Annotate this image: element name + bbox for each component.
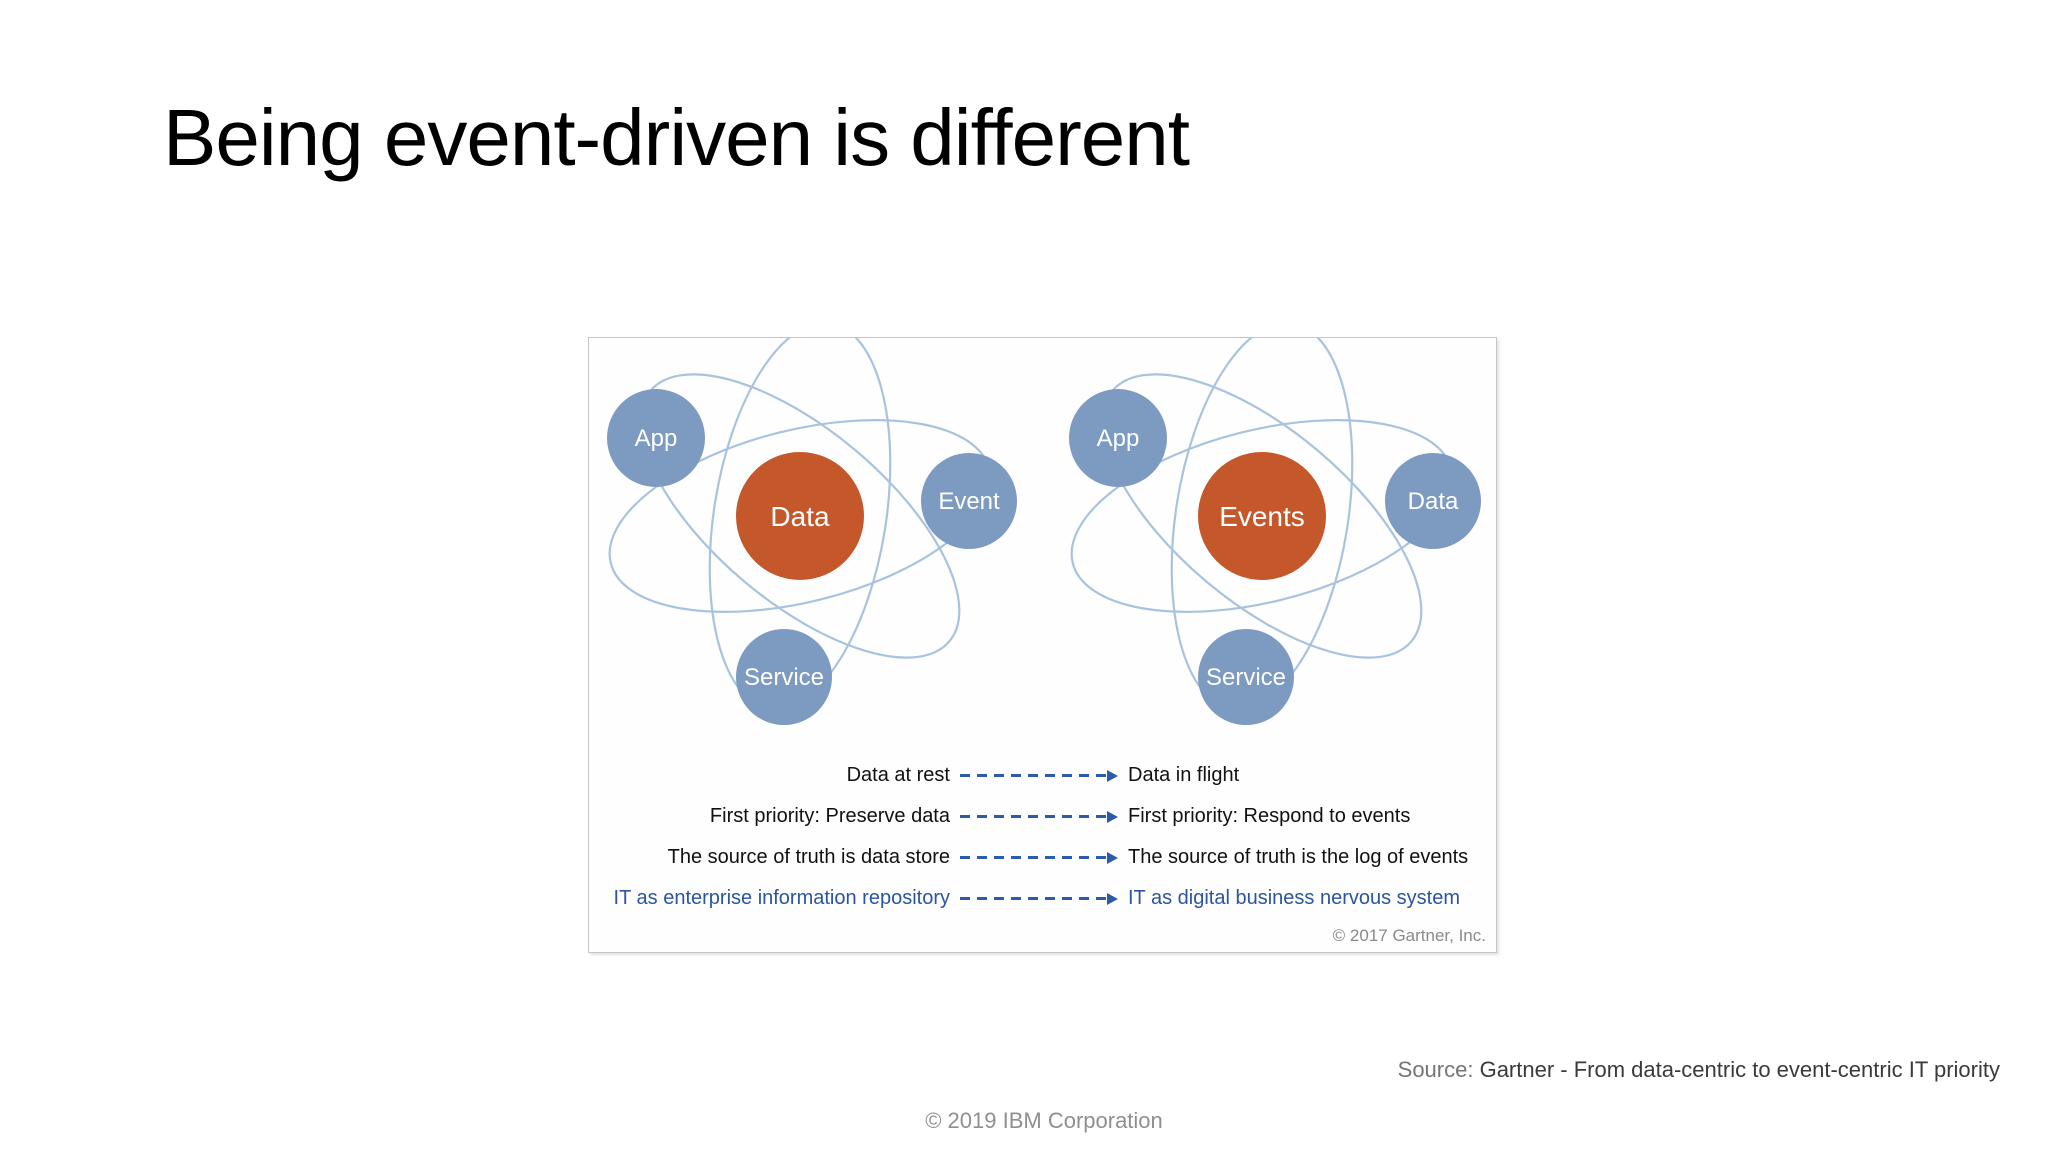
events-center-label: Events [1219, 501, 1305, 532]
app-circle [1069, 389, 1167, 487]
arrow-dashes [960, 774, 1107, 777]
app-label: App [1097, 425, 1140, 452]
service-circle [1198, 629, 1294, 725]
slide-title: Being event-driven is different [163, 93, 1190, 182]
comparison-row-highlight: IT as enterprise information repository … [589, 878, 1496, 919]
dashed-arrow [960, 892, 1118, 905]
ibm-copyright: © 2019 IBM Corporation [925, 1108, 1163, 1133]
comparison-row: The source of truth is data store The so… [589, 837, 1496, 878]
arrow-dashes [960, 897, 1107, 900]
data-circle [1385, 453, 1481, 549]
atom-event-centric: App Data Service Events [1069, 338, 1481, 725]
service-label: Service [1206, 664, 1286, 691]
comparison-right-text: The source of truth is the log of events [1128, 846, 1469, 868]
comparison-left-text: First priority: Preserve data [709, 805, 950, 827]
arrow-head-icon [1107, 851, 1118, 864]
dashed-arrow [960, 851, 1118, 864]
source-line: Source: Gartner - From data-centric to e… [1398, 1057, 2000, 1083]
arrow-dashes [960, 815, 1107, 818]
comparison-left-text: Data at rest [846, 764, 950, 786]
comparison-row: Data at rest Data in flight [589, 755, 1496, 796]
events-center-circle [1198, 452, 1326, 580]
app-circle [607, 389, 705, 487]
atom-diagrams: App Event Service Data App Data Service [607, 338, 1481, 725]
service-circle [736, 629, 832, 725]
source-text: Gartner - From data-centric to event-cen… [1473, 1057, 2000, 1082]
arrow-head-icon [1107, 810, 1118, 823]
dashed-arrow [960, 810, 1118, 823]
service-label: Service [744, 664, 824, 691]
data-label: Data [1408, 488, 1459, 515]
comparison-right-text: Data in flight [1128, 764, 1240, 786]
arrow-dashes [960, 856, 1107, 859]
comparison-left-text: The source of truth is data store [667, 846, 950, 868]
gartner-copyright: © 2017 Gartner, Inc. [1332, 926, 1486, 945]
source-label: Source: [1397, 1057, 1474, 1082]
atom-data-centric: App Event Service Data [607, 338, 1017, 725]
comparison-row: First priority: Preserve data First prio… [589, 796, 1496, 837]
dashed-arrow [960, 769, 1118, 782]
app-label: App [635, 425, 678, 452]
gartner-figure-panel: App Event Service Data App Data Service [588, 337, 1497, 953]
comparison-left-text: IT as enterprise information repository [613, 887, 950, 909]
arrow-head-icon [1107, 769, 1118, 782]
event-label: Event [938, 488, 1000, 515]
data-center-label: Data [770, 501, 830, 532]
comparison-rows: Data at rest Data in flight First priori… [589, 755, 1496, 919]
comparison-right-text: First priority: Respond to events [1128, 805, 1411, 827]
comparison-right-text: IT as digital business nervous system [1128, 887, 1461, 909]
arrow-head-icon [1107, 892, 1118, 905]
event-circle [921, 453, 1017, 549]
data-center-circle [736, 452, 864, 580]
